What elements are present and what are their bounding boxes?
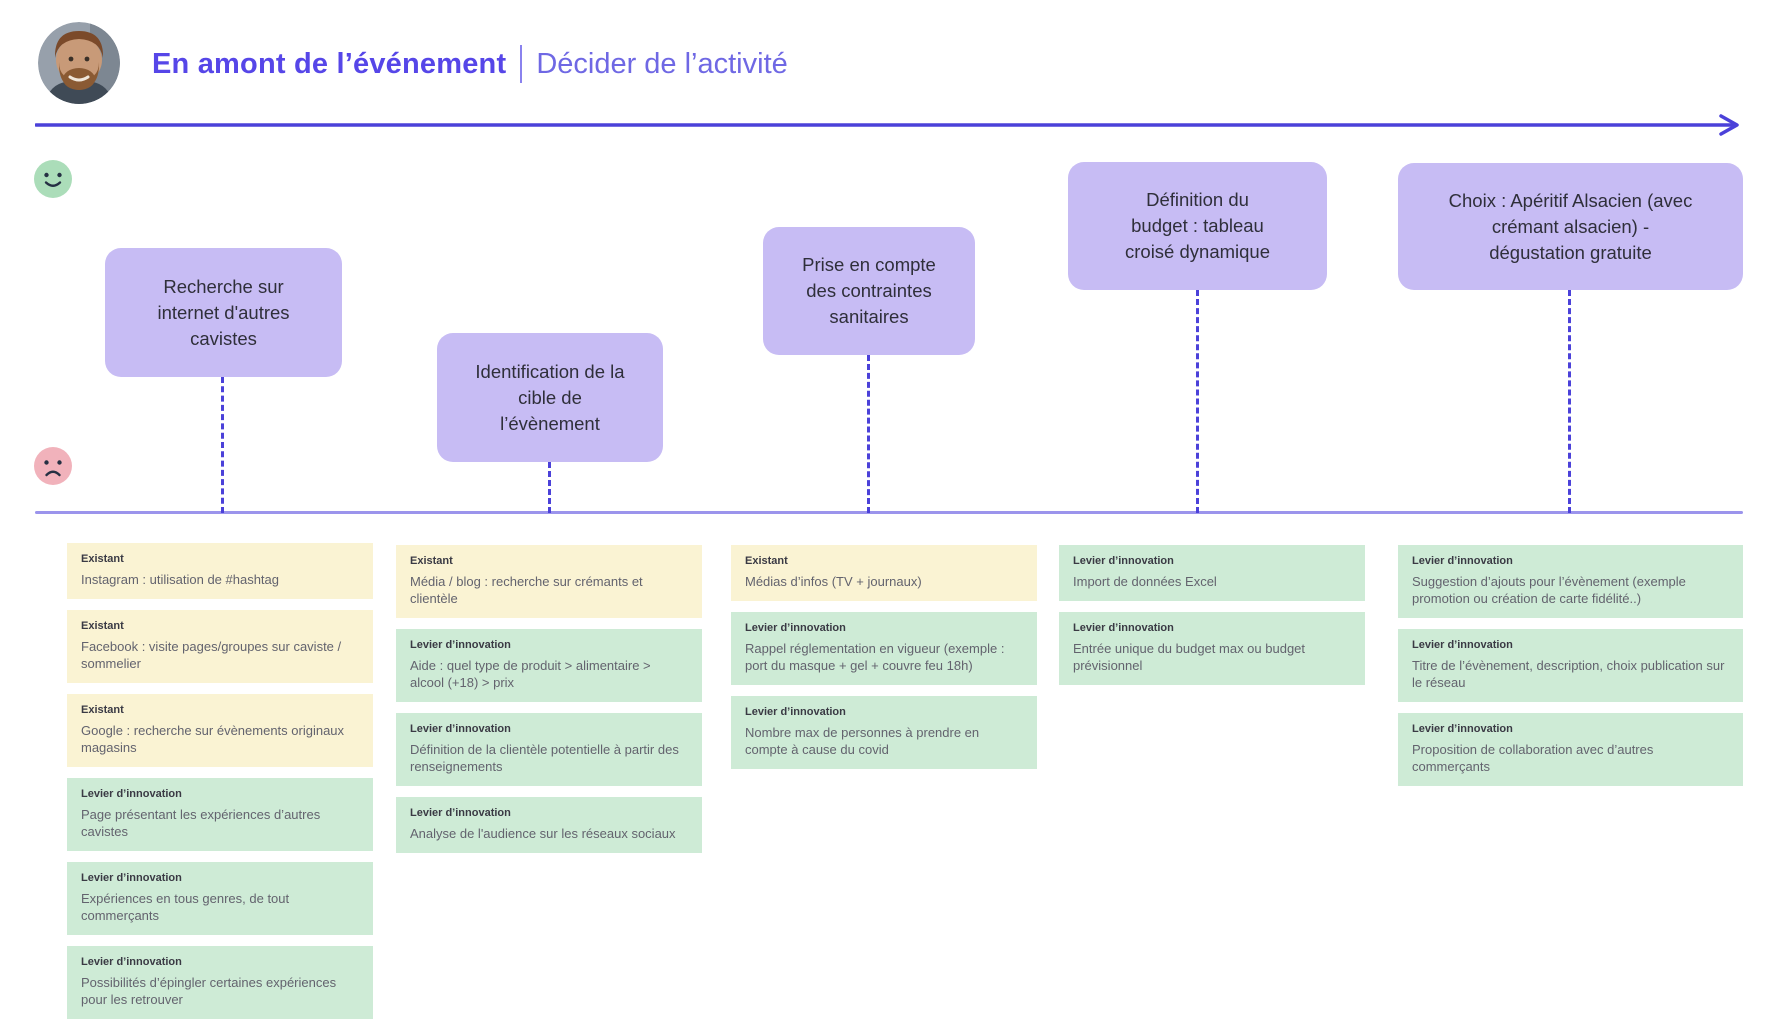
card-text: Rappel réglementation en vigueur (exempl… xyxy=(745,641,1005,673)
card-type-label: Existant xyxy=(81,553,124,565)
card-text: Instagram : utilisation de #hashtag xyxy=(81,572,280,587)
step-bubble-budget[interactable]: Définition du budget : tableau croisé dy… xyxy=(1068,162,1327,290)
card-text: Analyse de l'audience sur les réseaux so… xyxy=(410,826,676,841)
card-type-label: Levier d’innovation xyxy=(745,706,846,718)
card-text: Possibilités d’épingler certaines expéri… xyxy=(81,975,337,1007)
card-text: Facebook : visite pages/groupes sur cavi… xyxy=(81,639,342,671)
card-type-label: Levier d’innovation xyxy=(1073,555,1174,567)
card-text: Page présentant les expériences d’autres… xyxy=(81,807,321,839)
avatar xyxy=(38,22,120,104)
card-type-label: Existant xyxy=(81,620,124,632)
page-subtitle: Décider de l’activité xyxy=(536,47,788,80)
card-text: Google : recherche sur évènements origin… xyxy=(81,723,345,755)
card-text: Entrée unique du budget max ou budget pr… xyxy=(1073,641,1306,673)
card-type-label: Levier d’innovation xyxy=(1412,555,1513,567)
title-separator xyxy=(520,45,523,83)
card-type-label: Levier d’innovation xyxy=(81,788,182,800)
card-text: Proposition de collaboration avec d’autr… xyxy=(1412,742,1654,774)
card-type-label: Levier d’innovation xyxy=(1412,639,1513,651)
card-text: Nombre max de personnes à prendre en com… xyxy=(745,725,980,757)
happy-face-icon xyxy=(34,160,72,198)
step-bubble-contraintes[interactable]: Prise en compte des contraintes sanitair… xyxy=(763,227,975,355)
card-text: Suggestion d’ajouts pour l’évènement (ex… xyxy=(1412,574,1686,606)
card-type-label: Levier d’innovation xyxy=(745,622,846,634)
connector-dashed-line xyxy=(221,377,224,513)
ground-line xyxy=(35,511,1743,514)
card-text: Média / blog : recherche sur crémants et… xyxy=(410,574,643,606)
sad-face-icon xyxy=(34,447,72,485)
card-text: Définition de la clientèle potentielle à… xyxy=(410,742,679,774)
card-type-label: Existant xyxy=(81,704,124,716)
card-type-label: Existant xyxy=(745,555,788,567)
card-type-label: Levier d’innovation xyxy=(1073,622,1174,634)
card-type-label: Levier d’innovation xyxy=(410,807,511,819)
connector-dashed-line xyxy=(1196,290,1199,513)
connector-dashed-line xyxy=(1568,290,1571,513)
avatar-photo xyxy=(38,22,120,104)
step-bubble-recherche[interactable]: Recherche sur internet d'autres cavistes xyxy=(105,248,342,377)
card-text: Import de données Excel xyxy=(1073,574,1217,589)
card-type-label: Existant xyxy=(410,555,453,567)
page-title: En amont de l’événement xyxy=(152,47,507,80)
card-type-label: Levier d’innovation xyxy=(81,872,182,884)
card-type-label: Levier d’innovation xyxy=(410,723,511,735)
card-type-label: Levier d’innovation xyxy=(81,956,182,968)
card-text: Titre de l’évènement, description, choix… xyxy=(1412,658,1725,690)
connector-dashed-line xyxy=(548,462,551,513)
card-text: Médias d’infos (TV + journaux) xyxy=(745,574,922,589)
step-bubble-identification[interactable]: Identification de la cible de l’évènemen… xyxy=(437,333,663,462)
timeline-arrow xyxy=(35,114,1739,136)
header: En amont de l’événement Décider de l’act… xyxy=(152,38,788,90)
card-type-label: Levier d’innovation xyxy=(1412,723,1513,735)
card-type-label: Levier d’innovation xyxy=(410,639,511,651)
card-text: Expériences en tous genres, de tout comm… xyxy=(81,891,290,923)
step-bubble-choix[interactable]: Choix : Apéritif Alsacien (avec crémant … xyxy=(1398,163,1743,290)
connector-dashed-line xyxy=(867,355,870,513)
card-text: Aide : quel type de produit > alimentair… xyxy=(410,658,651,690)
